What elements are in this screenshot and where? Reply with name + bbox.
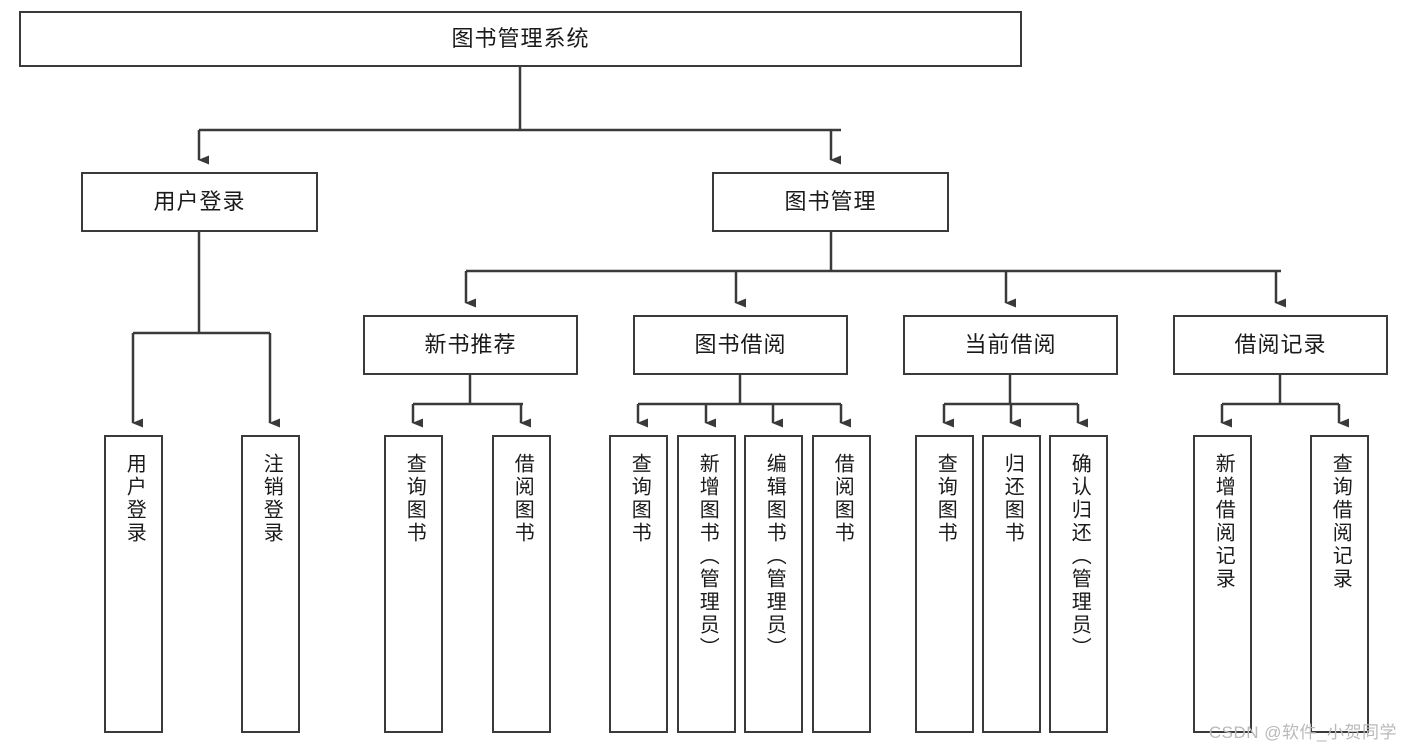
node-new-book-recommend-label: 新书推荐 <box>424 331 517 357</box>
node-user-login-label: 用户登录 <box>153 188 246 214</box>
leaf-label: 注销登录 <box>260 453 283 545</box>
node-book-borrow-label: 图书借阅 <box>694 331 787 357</box>
leaf-edit-book[interactable]: 编辑图书（管理员） <box>744 435 803 733</box>
node-book-management[interactable]: 图书管理 <box>712 172 949 232</box>
leaf-borrow-book-1[interactable]: 借阅图书 <box>492 435 551 733</box>
leaf-label: 查询图书 <box>628 453 651 545</box>
node-user-login[interactable]: 用户登录 <box>81 172 318 232</box>
leaf-label: 用户登录 <box>123 453 146 545</box>
leaf-query-record[interactable]: 查询借阅记录 <box>1310 435 1369 733</box>
leaf-add-book[interactable]: 新增图书（管理员） <box>677 435 736 733</box>
leaf-logout-login[interactable]: 注销登录 <box>241 435 300 733</box>
node-book-borrow[interactable]: 图书借阅 <box>633 315 848 375</box>
leaf-add-record[interactable]: 新增借阅记录 <box>1193 435 1252 733</box>
node-new-book-recommend[interactable]: 新书推荐 <box>363 315 578 375</box>
leaf-label: 查询借阅记录 <box>1329 453 1352 591</box>
leaf-confirm-return[interactable]: 确认归还（管理员） <box>1049 435 1108 733</box>
watermark: CSDN @软件_小贺同学 <box>1208 723 1397 742</box>
node-borrow-record[interactable]: 借阅记录 <box>1173 315 1388 375</box>
leaf-query-book-1[interactable]: 查询图书 <box>384 435 443 733</box>
leaf-label: 查询图书 <box>403 453 426 545</box>
leaf-label: 借阅图书 <box>511 453 534 545</box>
leaf-query-book-3[interactable]: 查询图书 <box>915 435 974 733</box>
leaf-borrow-book-2[interactable]: 借阅图书 <box>812 435 871 733</box>
node-root[interactable]: 图书管理系统 <box>19 11 1022 67</box>
leaf-label: 新增图书（管理员） <box>696 453 719 660</box>
node-current-borrow[interactable]: 当前借阅 <box>903 315 1118 375</box>
leaf-label: 归还图书 <box>1001 453 1024 545</box>
node-current-borrow-label: 当前借阅 <box>964 331 1057 357</box>
node-root-label: 图书管理系统 <box>451 25 590 51</box>
leaf-label: 确认归还（管理员） <box>1068 453 1091 660</box>
leaf-label: 借阅图书 <box>831 453 854 545</box>
leaf-user-login[interactable]: 用户登录 <box>104 435 163 733</box>
leaf-label: 编辑图书（管理员） <box>763 453 786 660</box>
node-borrow-record-label: 借阅记录 <box>1234 331 1327 357</box>
leaf-query-book-2[interactable]: 查询图书 <box>609 435 668 733</box>
leaf-return-book[interactable]: 归还图书 <box>982 435 1041 733</box>
node-book-management-label: 图书管理 <box>784 188 877 214</box>
leaf-label: 查询图书 <box>934 453 957 545</box>
leaf-label: 新增借阅记录 <box>1212 453 1235 591</box>
